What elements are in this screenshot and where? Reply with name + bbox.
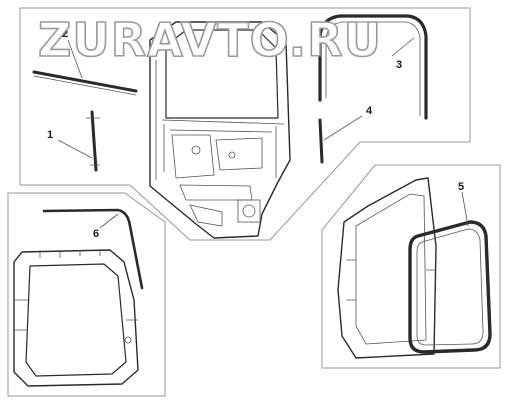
part-2-strip — [32, 70, 138, 93]
callout-1: 1 — [47, 129, 53, 141]
part-6-seal — [42, 208, 144, 290]
part-1-bracket — [86, 117, 100, 166]
callout-2: 2 — [62, 28, 68, 40]
left-panel — [7, 192, 166, 397]
leader-4 — [323, 115, 363, 141]
part-3-channel-edge — [325, 21, 421, 116]
callout-5: 5 — [458, 181, 464, 193]
part-2-strip-edge — [33, 75, 137, 96]
callout-3: 3 — [396, 59, 402, 71]
part-5-seal — [408, 220, 492, 354]
leader-3 — [391, 37, 415, 57]
door-main — [149, 21, 291, 239]
callout-6: 6 — [93, 228, 99, 240]
watermark: ZURAVTO.RU — [38, 13, 382, 67]
part-5-seal-inner — [416, 228, 484, 346]
leader-2 — [67, 39, 83, 79]
part-1-guide — [90, 110, 98, 172]
main-panel — [19, 7, 471, 241]
door-frame-right — [337, 177, 437, 359]
callout-4: 4 — [366, 105, 373, 117]
leader-1 — [57, 139, 93, 159]
part-4-seal — [318, 118, 324, 164]
leader-6 — [99, 213, 119, 229]
door-frame-left — [13, 249, 139, 387]
part-3-channel — [318, 14, 428, 120]
leader-5 — [461, 191, 469, 227]
